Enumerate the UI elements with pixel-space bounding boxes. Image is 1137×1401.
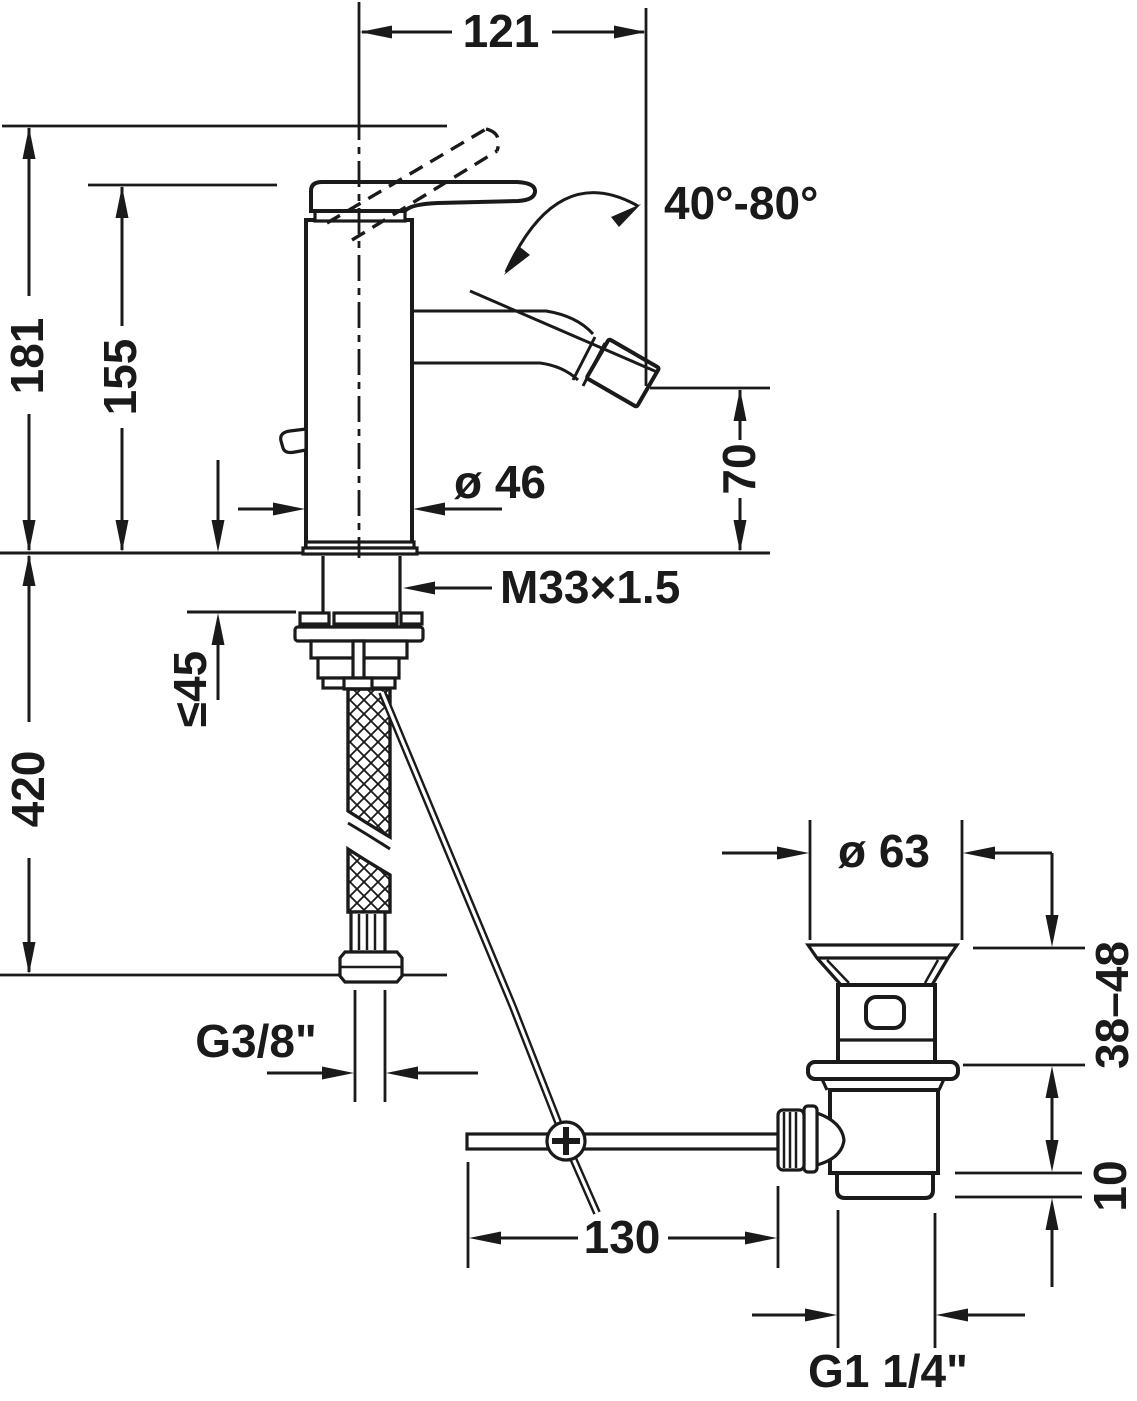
popup-rod-knob — [279, 427, 308, 455]
dim-label-clamping-range: 38–48 — [1086, 941, 1137, 1069]
handle-raised-dashed — [326, 127, 501, 242]
mounting-hardware — [293, 611, 425, 691]
dim-label-deck-thickness: ≤45 — [164, 651, 216, 727]
dim-body-diameter: ø 46 — [238, 456, 546, 516]
dim-flange-height: 10 — [955, 1140, 1136, 1230]
dim-label-hose-length: 420 — [2, 751, 54, 828]
dim-handle-angle: 40°-80° — [469, 177, 818, 374]
dim-label-spout-height: 70 — [713, 443, 765, 494]
popup-linkage — [378, 690, 780, 1215]
aerator — [585, 337, 661, 409]
dim-label-supply-thread: G3/8" — [195, 1015, 317, 1067]
mounting-shank — [321, 556, 402, 612]
dim-label-mounting-thread: M33×1.5 — [500, 561, 680, 613]
supply-hose — [338, 687, 404, 984]
dim-waste-thread: G1 1/4" — [752, 1210, 1025, 1397]
dim-label-overall-height: 181 — [1, 318, 53, 395]
waste-tailpipe — [835, 1171, 935, 1200]
dim-rod-length: 130 — [466, 1162, 780, 1268]
dim-supply-thread: G3/8" — [195, 990, 478, 1102]
dim-label-waste-thread: G1 1/4" — [808, 1345, 968, 1397]
dim-label-handle-height: 155 — [94, 339, 146, 416]
dim-clamping-range: 38–48 — [963, 853, 1137, 1287]
waste-flange-rim — [804, 943, 961, 960]
knurled-connector — [776, 1104, 846, 1174]
washer — [293, 625, 425, 643]
dim-spout-reach: 121 — [360, 5, 648, 386]
dim-waste-diameter: ø 63 — [722, 820, 1052, 940]
dim-label-handle-angle: 40°-80° — [664, 177, 818, 229]
drain-assembly — [776, 943, 961, 1200]
fixing-flange — [806, 1060, 960, 1081]
dim-label-flange-height: 10 — [1084, 1160, 1136, 1211]
phillips-screw-icon — [552, 1127, 580, 1155]
overflow-window — [864, 995, 906, 1030]
dim-hose-length: 420 — [0, 554, 447, 977]
dim-handle-height: 155 — [88, 183, 277, 552]
dim-spout-height: 70 — [650, 386, 770, 552]
dim-label-waste-diameter: ø 63 — [838, 825, 930, 877]
popup-rod-upper — [351, 639, 366, 680]
dim-deck-thickness: ≤45 — [164, 460, 225, 727]
dim-label-body-diameter: ø 46 — [454, 456, 546, 508]
dim-label-rod-length: 130 — [584, 1211, 661, 1263]
dim-overall-height: 181 — [1, 124, 447, 552]
faucet-front-view — [0, 127, 770, 984]
waste-lower-body — [828, 1088, 940, 1175]
ball-joint-dome — [815, 1110, 846, 1168]
dim-label-spout-reach: 121 — [463, 5, 540, 57]
dim-mounting-thread: M33×1.5 — [403, 561, 680, 613]
horizontal-pull-rod — [465, 1132, 780, 1151]
spout — [412, 309, 661, 409]
